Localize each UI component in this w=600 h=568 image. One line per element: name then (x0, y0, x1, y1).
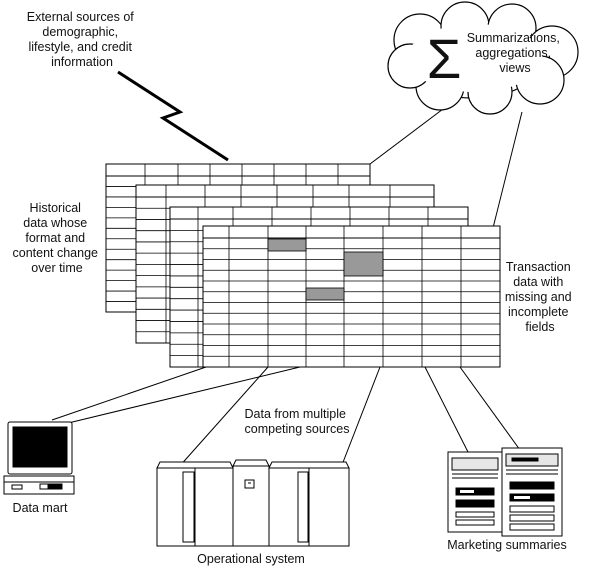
lightning-bolt-icon (117, 70, 229, 162)
stacked-tables (105, 163, 501, 368)
cloud-label: Summarizations, aggregations, views (467, 31, 564, 75)
table-sheet (202, 225, 501, 368)
connector-lines (51, 99, 523, 471)
external-sources-label: External sources of demographic, lifesty… (27, 10, 137, 69)
missing-field-cell (305, 287, 345, 301)
data-mart-computer-icon (3, 421, 75, 495)
operational-system-label: Operational system (197, 552, 305, 566)
missing-field-cell (267, 238, 307, 252)
sigma-icon: Σ (427, 27, 462, 90)
multiple-sources-label: Data from multiple competing sources (245, 407, 350, 436)
transaction-data-label: Transaction data with missing and incomp… (505, 260, 575, 334)
data-mart-label: Data mart (13, 501, 68, 515)
marketing-summaries-towers-icon (447, 447, 563, 537)
operational-system-servers-icon (156, 459, 350, 547)
missing-field-cell (343, 251, 384, 277)
marketing-summaries-label: Marketing summaries (447, 538, 566, 552)
historical-data-label: Historical data whose format and content… (13, 201, 102, 275)
